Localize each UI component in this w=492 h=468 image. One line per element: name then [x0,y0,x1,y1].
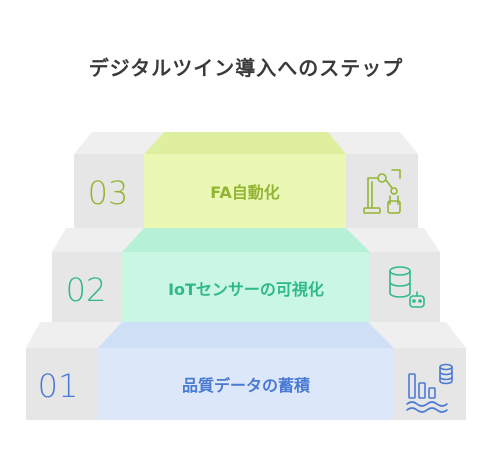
step-03-ledge-left [74,132,164,154]
step-01-ledge-left [26,322,122,348]
step-03-number: 03 [88,174,129,212]
step-02-front [122,252,370,322]
step-01-number: 01 [38,367,79,405]
step-02-side-right [370,252,440,322]
step-03-side-left [74,154,144,228]
step-03-front [144,154,346,228]
step-03: 03 FA自動化 [74,132,418,228]
step-02-label: IoTセンサーの可視化 [168,280,324,299]
database-robot-icon [389,266,425,308]
step-02-number: 02 [66,271,107,309]
step-01-ledge-right [368,322,466,348]
step-02: 02 IoTセンサーの可視化 [52,228,440,322]
step-02-ledge-right [346,228,440,252]
step-02-ledge-left [52,228,144,252]
step-03-ledge-right [328,132,418,154]
step-01-side-left [26,348,98,420]
step-03-top [144,132,346,154]
step-03-side-right [346,154,418,228]
diagram-title: デジタルツイン導入へのステップ [88,56,404,80]
data-storage-chart-icon [406,363,453,413]
step-01: 01 品質データの蓄積 [26,322,466,420]
step-01-label: 品質データの蓄積 [182,376,311,395]
step-02-side-left [52,252,122,322]
step-03-label: FA自動化 [210,183,279,202]
step-02-top [122,228,370,252]
step-01-front [98,348,394,420]
step-01-top [98,322,394,348]
step-01-side-right [394,348,466,420]
robot-arm-icon [363,169,401,214]
